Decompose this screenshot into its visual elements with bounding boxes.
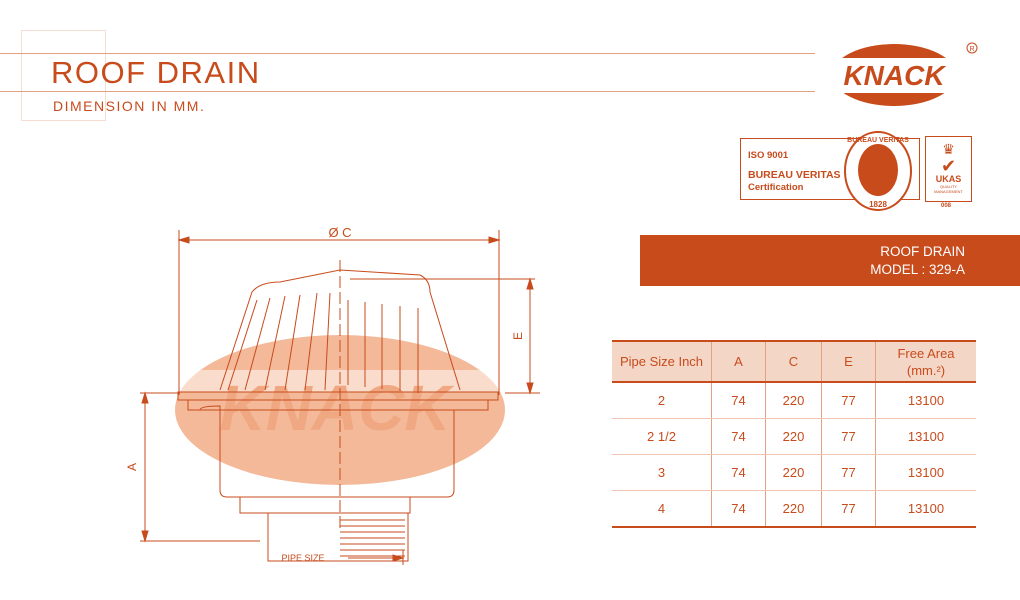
- col-header-free-area: Free Area (mm.²): [875, 340, 976, 383]
- crown-icon: ♛: [942, 141, 955, 157]
- dim-e-label: E: [511, 332, 525, 340]
- divider: [0, 91, 815, 92]
- roof-drain-drawing: KNACK Ø C E A PIPE SIZE: [125, 225, 540, 565]
- svg-text:R: R: [969, 46, 974, 53]
- dim-c-label: Ø C: [328, 225, 351, 240]
- iso-standard: ISO 9001: [748, 150, 789, 161]
- ukas-number: 008: [941, 203, 952, 209]
- bureau-veritas-seal: BUREAU VERITAS 1828: [844, 131, 912, 211]
- banner-model: MODEL : 329-A: [870, 262, 965, 277]
- check-icon: ✔: [940, 156, 957, 176]
- knack-logo: KNACK R: [830, 42, 978, 106]
- col-header-c: C: [765, 340, 822, 383]
- col-header-e: E: [821, 340, 876, 383]
- divider: [0, 53, 815, 54]
- table-cell: 13100: [875, 454, 976, 491]
- table-cell: 3: [612, 454, 712, 491]
- table-cell: 220: [765, 454, 822, 491]
- page-subtitle: DIMENSION IN MM.: [53, 98, 206, 114]
- cert-label: Certification: [748, 182, 804, 193]
- watermark-text: KNACK: [219, 372, 455, 444]
- table-cell: 74: [711, 454, 766, 491]
- svg-text:1828: 1828: [869, 200, 887, 209]
- col-header-a: A: [711, 340, 766, 383]
- table-cell: 77: [821, 382, 876, 419]
- table-cell: 74: [711, 382, 766, 419]
- col-header-pipe-size: Pipe Size Inch: [612, 340, 712, 383]
- dim-a-label: A: [125, 463, 139, 471]
- table-cell: 4: [612, 490, 712, 528]
- table-cell: 220: [765, 382, 822, 419]
- table-cell: 77: [821, 490, 876, 528]
- banner-product: ROOF DRAIN: [880, 244, 965, 259]
- table-cell: 74: [711, 418, 766, 455]
- table-cell: 2: [612, 382, 712, 419]
- iso-certification-box: ISO 9001 BUREAU VERITAS Certification: [740, 138, 920, 200]
- table-cell: 13100: [875, 418, 976, 455]
- decorative-frame: [21, 30, 106, 121]
- cert-body: BUREAU VERITAS: [748, 169, 841, 181]
- svg-text:BUREAU VERITAS: BUREAU VERITAS: [847, 137, 909, 144]
- table-cell: 77: [821, 454, 876, 491]
- page-title: ROOF DRAIN: [51, 55, 261, 90]
- table-cell: 2 1/2: [612, 418, 712, 455]
- table-cell: 220: [765, 418, 822, 455]
- logo-text: KNACK: [843, 60, 946, 91]
- ukas-mark: ♛ ✔ UKAS QUALITY MANAGEMENT: [925, 136, 972, 202]
- table-cell: 13100: [875, 382, 976, 419]
- table-cell: 220: [765, 490, 822, 528]
- table-cell: 13100: [875, 490, 976, 528]
- pipe-size-label: PIPE SIZE: [281, 553, 324, 563]
- model-banner: ROOF DRAIN MODEL : 329-A: [640, 235, 1020, 286]
- table-cell: 77: [821, 418, 876, 455]
- table-cell: 74: [711, 490, 766, 528]
